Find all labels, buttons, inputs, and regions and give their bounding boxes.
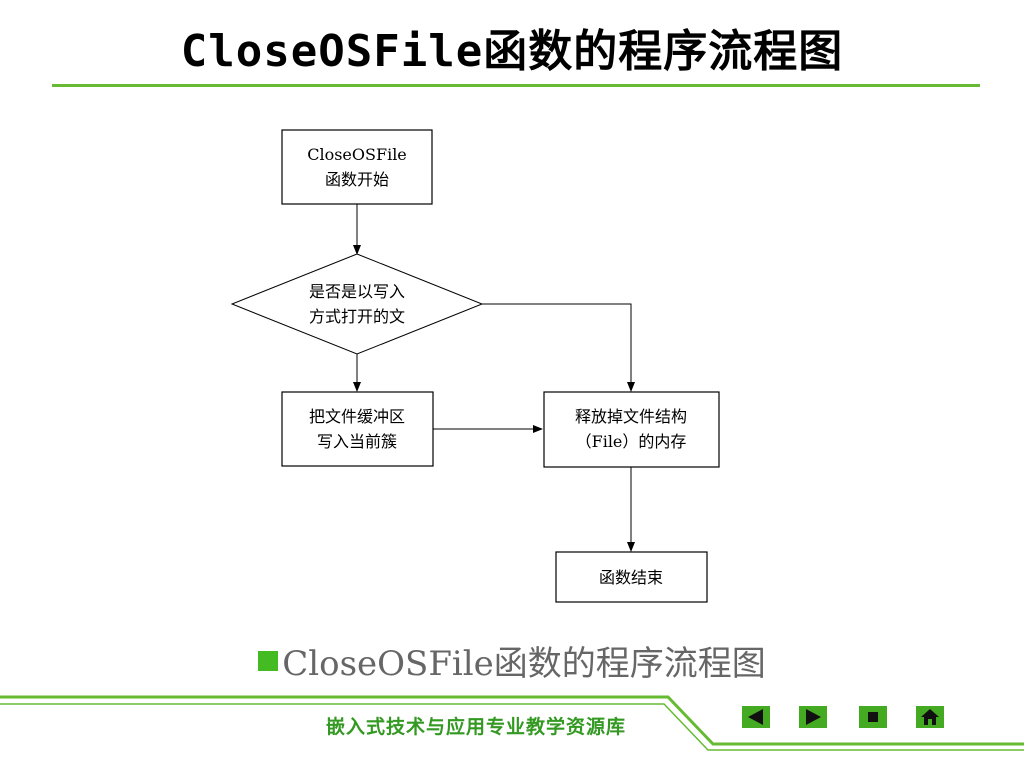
- flowchart: CloseOSFile 函数开始 是否是以写入 方式打开的文 把文件缓冲区 写入…: [230, 129, 720, 603]
- nav-stop-button[interactable]: [859, 706, 887, 728]
- nav-next-button[interactable]: [799, 706, 827, 728]
- start-node: CloseOSFile 函数开始: [281, 129, 433, 205]
- flush-buffer-label-2: 写入当前簇: [317, 432, 397, 451]
- decision-node-label-1: 是否是以写入: [309, 282, 405, 301]
- release-memory-label-1: 释放掉文件结构: [575, 407, 687, 426]
- nav-home-button[interactable]: [916, 706, 944, 728]
- release-memory-node: 释放掉文件结构 （File）的内存: [543, 391, 720, 468]
- slide-caption: CloseOSFile函数的程序流程图: [0, 640, 1024, 688]
- start-node-label-2: 函数开始: [325, 170, 389, 189]
- next-icon: [806, 709, 821, 725]
- square-bullet-icon: [258, 651, 279, 671]
- end-node: 函数结束: [555, 551, 708, 603]
- arrow-decision-to-release: [482, 303, 635, 392]
- flush-buffer-node: 把文件缓冲区 写入当前簇: [281, 391, 434, 467]
- slide-caption-text: CloseOSFile函数的程序流程图: [282, 644, 766, 684]
- decision-node: 是否是以写入 方式打开的文: [230, 253, 484, 355]
- start-node-label-1: CloseOSFile: [307, 145, 407, 164]
- previous-icon: [748, 709, 763, 725]
- footer-decoration: [0, 695, 1024, 751]
- end-node-label: 函数结束: [599, 568, 663, 587]
- stop-icon: [868, 712, 878, 722]
- flush-buffer-label-1: 把文件缓冲区: [309, 407, 405, 426]
- nav-prev-button[interactable]: [742, 706, 770, 728]
- decision-node-label-2: 方式打开的文: [309, 307, 405, 326]
- slide-title: CloseOSFile函数的程序流程图: [180, 26, 844, 77]
- title-rule: [52, 84, 980, 87]
- home-icon: [921, 709, 939, 725]
- release-memory-label-2: （File）的内存: [576, 432, 687, 451]
- footer-label: 嵌入式技术与应用专业教学资源库: [326, 716, 627, 738]
